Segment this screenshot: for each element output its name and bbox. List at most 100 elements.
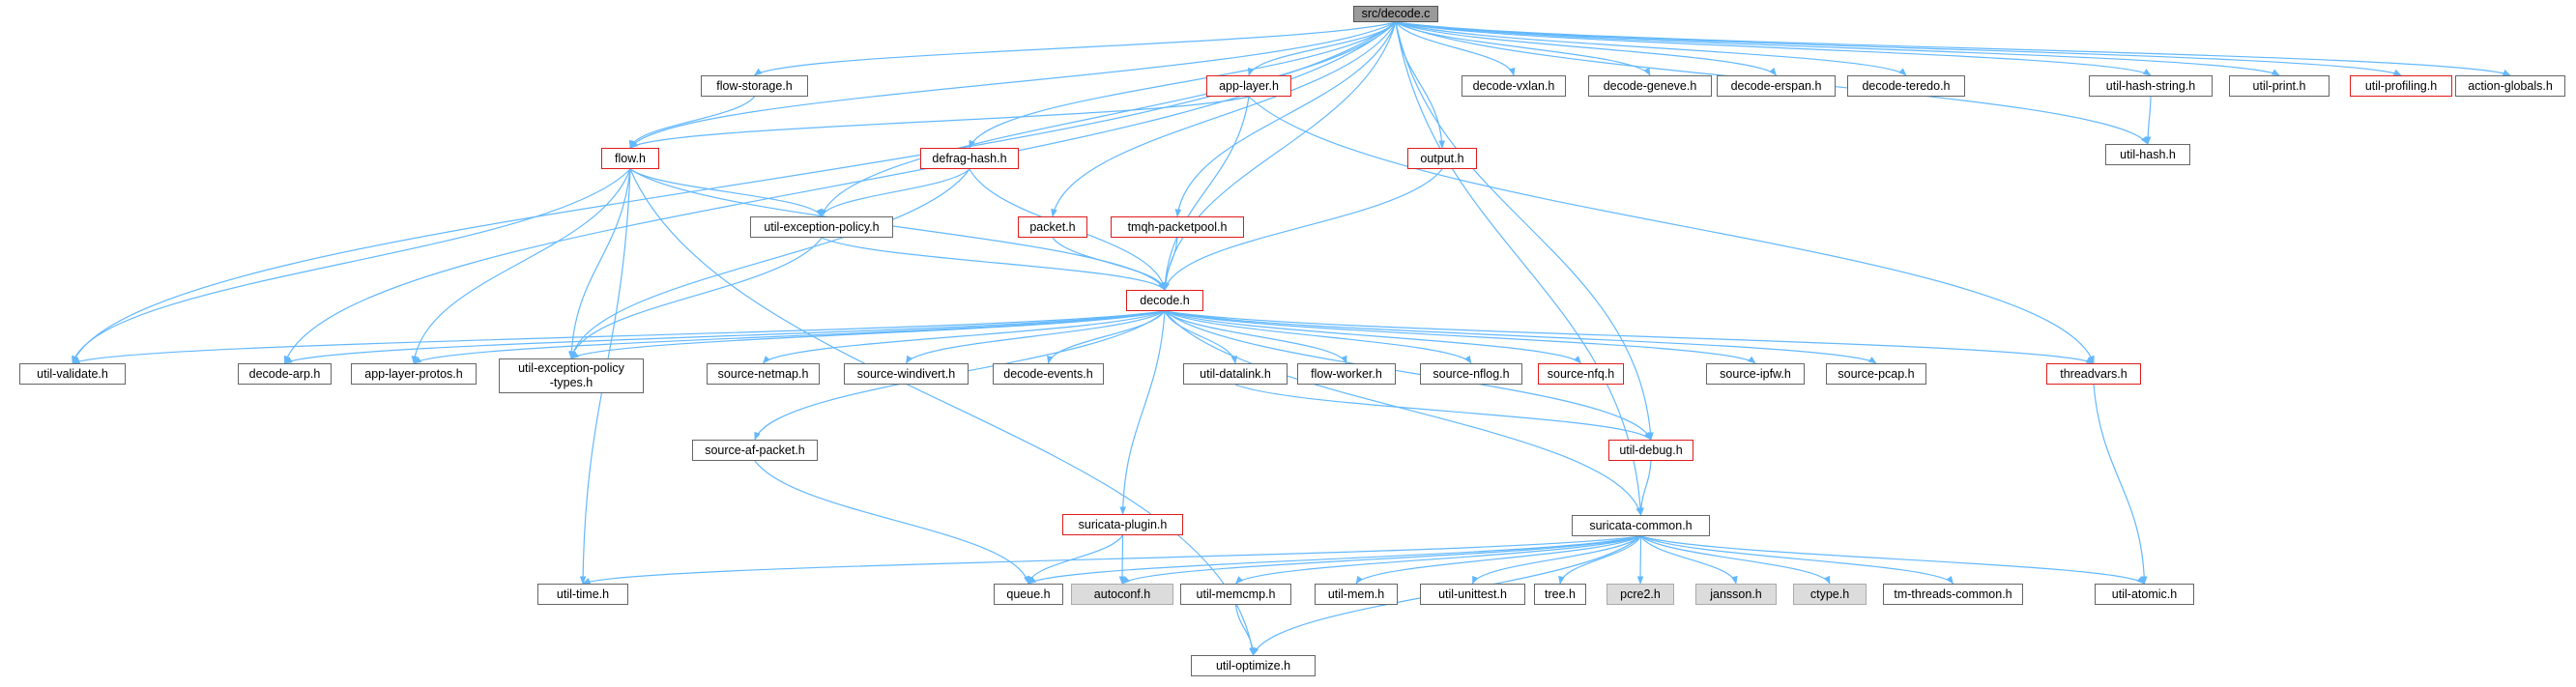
edge-suricata_common-to-ctype bbox=[1640, 535, 1831, 585]
edge-packet-to-decode bbox=[1052, 237, 1167, 291]
edge-decode-to-source_ipfw bbox=[1164, 310, 1756, 364]
node-app-layer-protos-h[interactable]: app-layer-protos.h bbox=[351, 363, 477, 385]
node-util-hash-string-h[interactable]: util-hash-string.h bbox=[2089, 75, 2213, 97]
node-util-exception-policy-h[interactable]: util-exception-policy.h bbox=[750, 216, 893, 238]
node-source-ipfw-h[interactable]: source-ipfw.h bbox=[1706, 363, 1805, 385]
edge-root-to-decode_erspan bbox=[1395, 21, 1778, 76]
edge-root-to-decode_vxlan bbox=[1395, 21, 1516, 76]
node-flow-storage-h[interactable]: flow-storage.h bbox=[701, 75, 808, 97]
edge-root-to-decode bbox=[1162, 21, 1397, 291]
edge-suricata_common-to-util_memcmp bbox=[1234, 535, 1641, 585]
node-source-nflog-h[interactable]: source-nflog.h bbox=[1420, 363, 1522, 385]
edge-root-to-defrag_hash bbox=[969, 21, 1397, 149]
edge-suricata_common-to-queue bbox=[1028, 535, 1641, 585]
node-tm-threads-common-h[interactable]: tm-threads-common.h bbox=[1883, 584, 2023, 605]
edge-decode-to-util_validate bbox=[72, 310, 1166, 364]
edge-app_layer-to-flow bbox=[629, 96, 1250, 149]
node-source-netmap-h[interactable]: source-netmap.h bbox=[707, 363, 820, 385]
edge-root-to-action_globals bbox=[1395, 21, 2511, 76]
node-source-windivert-h[interactable]: source-windivert.h bbox=[844, 363, 969, 385]
edge-flow-to-util_optimize bbox=[629, 168, 1256, 656]
edge-decode-to-util_datalink bbox=[1164, 310, 1238, 364]
edge-flow-to-util_exception_policy_types bbox=[567, 168, 631, 359]
edge-flow-to-app_layer_protos bbox=[411, 168, 631, 364]
edge-defrag_hash-to-util_exception_policy bbox=[821, 168, 970, 217]
node-util-profiling-h[interactable]: util-profiling.h bbox=[2350, 75, 2452, 97]
node-flow-worker-h[interactable]: flow-worker.h bbox=[1297, 363, 1396, 385]
node-defrag-hash-h[interactable]: defrag-hash.h bbox=[920, 148, 1019, 169]
edge-util_exception_policy-to-decode bbox=[821, 237, 1166, 291]
node-util-validate-h[interactable]: util-validate.h bbox=[19, 363, 126, 385]
node-decode-arp-h[interactable]: decode-arp.h bbox=[238, 363, 332, 385]
node-suricata-common-h[interactable]: suricata-common.h bbox=[1572, 515, 1710, 536]
edge-root-to-decode_teredo bbox=[1395, 21, 1907, 76]
node-decode-events-h[interactable]: decode-events.h bbox=[993, 363, 1104, 385]
edge-decode-to-source_windivert bbox=[905, 310, 1166, 364]
edge-decode-to-threadvars bbox=[1164, 310, 2095, 364]
edge-root-to-util_profiling bbox=[1395, 21, 2402, 76]
node-util-mem-h[interactable]: util-mem.h bbox=[1315, 584, 1398, 605]
edge-suricata_common-to-jansson bbox=[1640, 535, 1738, 585]
edge-tmqh_packetpool-to-decode bbox=[1161, 237, 1178, 291]
node-tmqh-packetpool-h[interactable]: tmqh-packetpool.h bbox=[1111, 216, 1244, 238]
node-source-pcap-h[interactable]: source-pcap.h bbox=[1826, 363, 1926, 385]
edge-root-to-packet bbox=[1051, 21, 1397, 217]
edge-util_memcmp-to-util_optimize bbox=[1234, 604, 1257, 656]
edge-decode-to-decode_arp bbox=[283, 310, 1166, 364]
edge-flow-to-util_validate bbox=[72, 168, 631, 364]
edge-suricata_common-to-util_atomic bbox=[1640, 535, 2146, 585]
node-suricata-plugin-h[interactable]: suricata-plugin.h bbox=[1062, 514, 1183, 535]
edge-suricata_common-to-util_time bbox=[582, 535, 1641, 585]
edge-root-to-util_hash_string bbox=[1395, 21, 2152, 76]
edge-suricata_plugin-to-autoconf bbox=[1118, 534, 1126, 585]
node-tree-h[interactable]: tree.h bbox=[1534, 584, 1586, 605]
edge-suricata_common-to-tree bbox=[1558, 535, 1642, 585]
node-action-globals-h[interactable]: action-globals.h bbox=[2455, 75, 2565, 97]
node-util-memcmp-h[interactable]: util-memcmp.h bbox=[1180, 584, 1291, 605]
node-jansson-h: jansson.h bbox=[1695, 584, 1777, 605]
edge-suricata_common-to-util_mem bbox=[1355, 535, 1641, 585]
node-source-nfq-h[interactable]: source-nfq.h bbox=[1538, 363, 1624, 385]
node-decode-vxlan-h[interactable]: decode-vxlan.h bbox=[1462, 75, 1566, 97]
edge-util_debug-to-suricata_common bbox=[1637, 460, 1652, 516]
node-src-decode-c[interactable]: src/decode.c bbox=[1353, 6, 1438, 22]
node-decode-h[interactable]: decode.h bbox=[1126, 290, 1203, 311]
edge-flow_storage-to-flow bbox=[628, 96, 755, 149]
edge-suricata_common-to-pcre2 bbox=[1636, 535, 1644, 585]
edge-root-to-flow bbox=[629, 21, 1397, 149]
node-output-h[interactable]: output.h bbox=[1407, 148, 1477, 169]
node-flow-h[interactable]: flow.h bbox=[601, 148, 659, 169]
edge-suricata_common-to-util_unittest bbox=[1471, 535, 1641, 585]
edge-threadvars-to-util_atomic bbox=[2093, 384, 2148, 585]
node-util-debug-h[interactable]: util-debug.h bbox=[1608, 440, 1693, 461]
edge-source_af_packet-to-queue bbox=[754, 460, 1030, 585]
edge-root-to-util_debug bbox=[1395, 21, 1654, 441]
node-util-unittest-h[interactable]: util-unittest.h bbox=[1420, 584, 1525, 605]
node-util-datalink-h[interactable]: util-datalink.h bbox=[1183, 363, 1288, 385]
node-threadvars-h[interactable]: threadvars.h bbox=[2046, 363, 2141, 385]
node-packet-h[interactable]: packet.h bbox=[1018, 216, 1087, 238]
node-decode-erspan-h[interactable]: decode-erspan.h bbox=[1717, 75, 1836, 97]
node-util-print-h[interactable]: util-print.h bbox=[2229, 75, 2330, 97]
node-util-optimize-h[interactable]: util-optimize.h bbox=[1191, 655, 1316, 676]
node-decode-teredo-h[interactable]: decode-teredo.h bbox=[1847, 75, 1965, 97]
edge-root-to-util_print bbox=[1395, 21, 2280, 76]
node-source-af-packet-h[interactable]: source-af-packet.h bbox=[692, 440, 818, 461]
node-decode-geneve-h[interactable]: decode-geneve.h bbox=[1588, 75, 1712, 97]
node-util-exception-policy-types-h[interactable]: util-exception-policy -types.h bbox=[499, 358, 644, 393]
node-util-hash-h[interactable]: util-hash.h bbox=[2105, 144, 2190, 165]
edge-decode-to-flow_worker bbox=[1164, 310, 1347, 364]
edge-decode-to-suricata_common bbox=[1164, 310, 1642, 516]
edge-decode-to-source_nflog bbox=[1164, 310, 1472, 364]
node-queue-h[interactable]: queue.h bbox=[994, 584, 1063, 605]
node-util-time-h[interactable]: util-time.h bbox=[537, 584, 628, 605]
node-util-atomic-h[interactable]: util-atomic.h bbox=[2095, 584, 2194, 605]
node-app-layer-h[interactable]: app-layer.h bbox=[1206, 75, 1291, 97]
edge-util_hash_string-to-util_hash bbox=[2144, 96, 2152, 145]
edge-decode-to-source_netmap bbox=[762, 310, 1166, 364]
node-pcre2-h: pcre2.h bbox=[1606, 584, 1674, 605]
edge-suricata_common-to-autoconf bbox=[1121, 535, 1641, 585]
edge-decode-to-source_nfq bbox=[1164, 310, 1582, 364]
edge-decode-to-suricata_plugin bbox=[1119, 310, 1166, 515]
